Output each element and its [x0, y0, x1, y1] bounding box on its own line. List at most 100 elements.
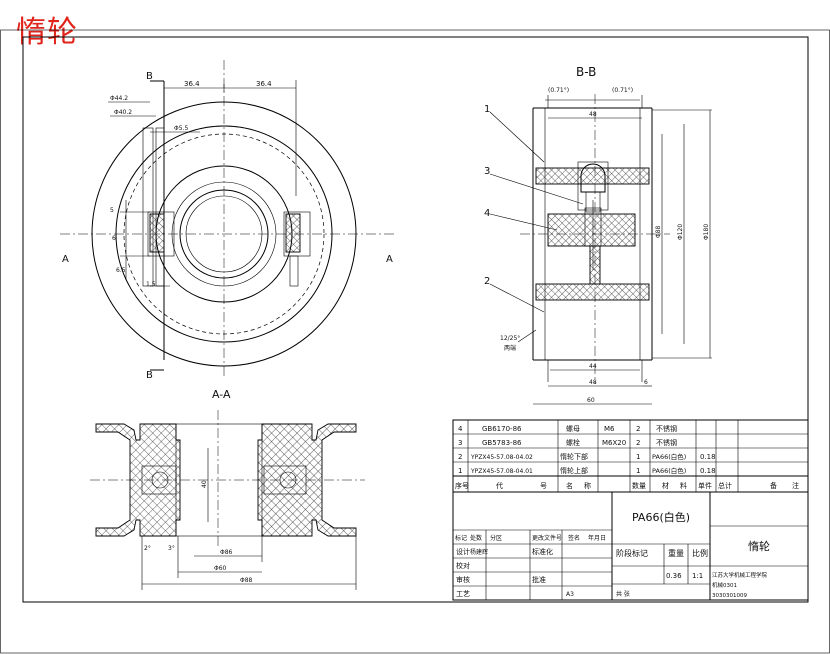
parts-header-cell: 备 [770, 481, 777, 490]
parts-header-cell: 单件 [698, 481, 712, 490]
parts-header-cell: 材 [662, 481, 669, 490]
dim-front-8: 6.5 [116, 267, 126, 274]
title-drawing-name: 惰轮 [748, 539, 770, 553]
part-row-material: PA66(白色) [652, 466, 686, 475]
title-weight-label: 重量 [668, 548, 684, 558]
part-row-qty: 2 [636, 439, 640, 447]
inner-border [22, 36, 809, 603]
parts-list-text: 4 GB6170-86 螺母 M6 2 不锈钢 3 GB5783-86 螺栓 M… [455, 424, 799, 490]
dim-aa-c2: 3° [168, 545, 175, 552]
dim-bb-inner: Φ88 [655, 225, 662, 238]
dim-front-1: 36.4 [184, 80, 200, 88]
part-row-name: 惰轮下部 [560, 452, 588, 461]
part-row-name: 螺母 [566, 424, 580, 433]
title-code1: 机械0301 [712, 581, 737, 589]
dim-aa-40: 40 [201, 480, 208, 488]
title-label: 分区 [490, 534, 502, 542]
parts-header-cell: 称 [584, 481, 591, 490]
dim-bb-48: 48 [589, 379, 597, 386]
title-scale-label: 比例 [692, 548, 708, 558]
parts-header-cell: 总计 [718, 481, 732, 490]
parts-header-cell: 号 [540, 482, 547, 490]
section-bb-label: B-B [576, 65, 596, 79]
dim-bb-6: 6 [644, 379, 648, 386]
part-row-mass: 0.18 [700, 453, 716, 461]
dim-bb-44: 44 [589, 363, 597, 370]
outer-border [0, 29, 830, 654]
part-row-name: 惰轮上部 [560, 466, 588, 475]
part-row-qty: 1 [636, 453, 640, 461]
cut-label-b-top: B [146, 71, 153, 82]
parts-header-cell: 序号 [455, 481, 469, 490]
part-row-no: 3 [458, 439, 462, 447]
title-scale: 1:1 [692, 572, 703, 580]
section-aa-view [90, 410, 365, 590]
title-stage-label: 阶段标记 [616, 548, 648, 558]
thread-note: 12/25° [500, 335, 520, 342]
part-row-mass: 0.18 [700, 467, 716, 475]
part-row-material: 不锈钢 [656, 424, 677, 433]
title-code2: 3030301009 [712, 593, 747, 599]
title-format: A3 [566, 591, 574, 598]
title-company: 江苏大学机械工程学院 [712, 571, 768, 579]
dim-bb-top: 48 [589, 111, 597, 118]
title-block-grid [452, 491, 809, 601]
part-row-code: GB6170-86 [482, 425, 522, 433]
section-aa-label: A-A [212, 388, 231, 401]
title-label: 签名 [568, 534, 580, 542]
cut-label-a-left: A [62, 254, 69, 265]
title-row-right: 标准化 [532, 547, 553, 556]
watermark-title: 惰轮 [16, 15, 78, 50]
cut-label-a-right: A [386, 254, 393, 265]
dim-front-2: 36.4 [256, 80, 272, 88]
part-row-qty: 1 [636, 467, 640, 475]
parts-header-cell: 注 [792, 481, 799, 490]
part-row-qty: 2 [636, 425, 640, 433]
part-row-no: 4 [458, 425, 463, 433]
dim-aa-60: Φ60 [214, 565, 227, 572]
title-row-right: 批准 [532, 575, 546, 584]
parts-header-cell: 料 [680, 481, 687, 490]
parts-header-cell: 名 [566, 481, 573, 490]
cut-label-b-bottom: B [146, 370, 153, 381]
title-row-label: 审核 [456, 575, 470, 584]
title-label: 更改文件号 [532, 534, 562, 542]
dim-bb-chamfer-right: (0.71°) [612, 87, 633, 94]
title-sheet: 共 张 [616, 590, 630, 598]
parts-header-cell: 数量 [632, 481, 646, 490]
dim-aa-c1: 2° [144, 545, 151, 552]
dim-front-9: 6 [112, 235, 116, 242]
dim-front-3: Φ44.2 [110, 95, 128, 102]
title-material: PA66(白色) [632, 510, 690, 524]
title-row-label: 校对 [456, 561, 470, 570]
dim-front-4: Φ40.2 [114, 109, 132, 116]
thread-note-2: 两端 [504, 344, 516, 352]
dim-bb-mid: Φ120 [677, 224, 684, 240]
dim-aa-88: Φ88 [240, 577, 253, 584]
dim-bb-outer: Φ180 [703, 224, 710, 240]
part-row-code: GB5783-86 [482, 439, 522, 447]
front-view [60, 60, 395, 378]
balloon-2: 2 [484, 276, 490, 287]
title-label: 处数 [470, 534, 482, 542]
dim-front-5: Φ5.5 [174, 125, 188, 132]
dim-front-6: 1.5 [146, 281, 156, 288]
title-weight: 0.36 [666, 572, 682, 580]
part-row-material: 不锈钢 [656, 438, 677, 447]
dim-bb-chamfer-left: (0.71°) [548, 87, 569, 94]
parts-header-cell: 代 [496, 481, 503, 490]
part-row-material: PA66(白色) [652, 452, 686, 461]
dim-front-7: 5 [110, 207, 114, 214]
title-designer: 杨建辉 [470, 548, 488, 556]
title-row-label: 设计 [456, 547, 470, 556]
dim-bb-60: 60 [587, 397, 595, 404]
title-label: 年月日 [588, 534, 606, 542]
part-row-code: YPZX45-57.08-04.01 [470, 468, 533, 475]
part-row-name: 螺栓 [566, 438, 580, 447]
balloon-3: 3 [484, 166, 490, 177]
part-row-no: 1 [458, 467, 462, 475]
balloon-1: 1 [484, 104, 490, 115]
title-row-label: 工艺 [456, 590, 470, 598]
section-bb-view [489, 94, 712, 405]
